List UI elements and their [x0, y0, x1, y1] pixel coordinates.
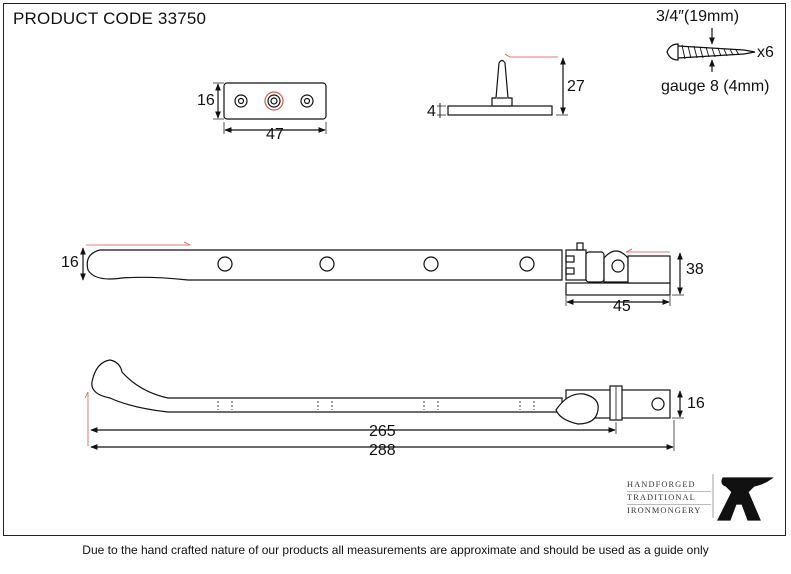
brand-wordmark: HANDFORGED TRADITIONAL IRONMONGERY: [627, 479, 711, 517]
screw-illustration: [666, 28, 756, 72]
footer-disclaimer: Due to the hand crafted nature of our pr…: [82, 543, 709, 557]
side-body-height-label: 16: [687, 395, 705, 412]
stay-arm-height-label: 16: [61, 254, 79, 271]
screw-gauge-label: gauge 8 (4mm): [661, 78, 770, 95]
brand-line-2: TRADITIONAL: [627, 492, 711, 505]
keeper-plate-drawing: [213, 82, 327, 134]
product-code-title: PRODUCT CODE 33750: [13, 9, 207, 28]
keeper-plate-height-label: 16: [197, 92, 215, 109]
anvil-logo: [712, 474, 774, 521]
screw-quantity-label: x6: [757, 44, 774, 61]
bracket-height-label: 38: [686, 261, 704, 278]
brand-line-3: IRONMONGERY: [627, 506, 702, 515]
stay-top-view: [80, 241, 684, 306]
screw-length-label: 3/4″(19mm): [656, 8, 740, 25]
pin-keeper-drawing: [437, 53, 568, 118]
stay-side-view: [84, 359, 684, 451]
pin-height-label: 27: [567, 78, 585, 95]
pin-base-label: 4: [427, 103, 436, 120]
drawing-frame: [3, 3, 786, 536]
brand-line-1: HANDFORGED: [627, 479, 711, 492]
